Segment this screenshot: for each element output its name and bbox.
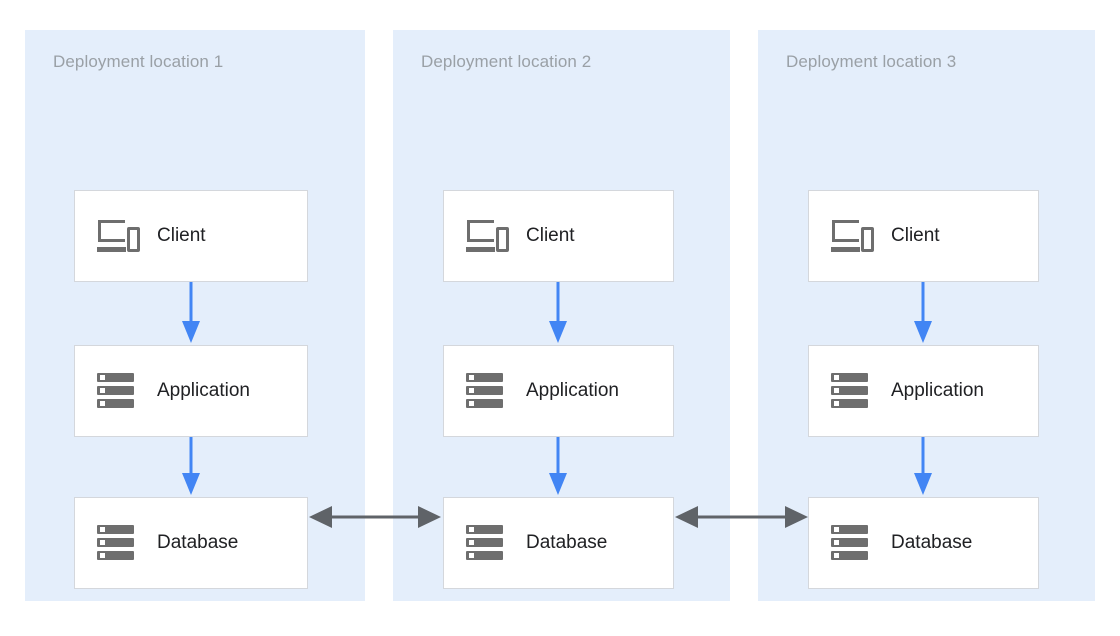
zone-1-client-label: Client <box>157 225 206 246</box>
zone-3-client-label: Client <box>891 225 940 246</box>
zone-3-title: Deployment location 3 <box>786 52 957 71</box>
client-devices-icon <box>97 218 141 254</box>
zone-2-node-database[interactable]: Database <box>443 497 674 589</box>
server-stack-icon <box>97 523 141 563</box>
zone-deployment-location-3: Deployment location 3 Client Application… <box>758 30 1095 601</box>
client-devices-icon <box>466 218 510 254</box>
zone-1-database-label: Database <box>157 532 239 553</box>
zone-3-node-application[interactable]: Application <box>808 345 1039 437</box>
zone-1-node-database[interactable]: Database <box>74 497 308 589</box>
zone-deployment-location-2: Deployment location 2 Client Application… <box>393 30 730 601</box>
zone-3-node-client[interactable]: Client <box>808 190 1039 282</box>
zone-2-application-label: Application <box>526 380 619 401</box>
client-devices-icon <box>831 218 875 254</box>
server-stack-icon <box>97 371 141 411</box>
zone-1-node-application[interactable]: Application <box>74 345 308 437</box>
zone-3-database-label: Database <box>891 532 973 553</box>
server-stack-icon <box>466 523 510 563</box>
zone-3-node-database[interactable]: Database <box>808 497 1039 589</box>
zone-1-node-client[interactable]: Client <box>74 190 308 282</box>
zone-2-node-client[interactable]: Client <box>443 190 674 282</box>
zone-deployment-location-1: Deployment location 1 Client Application… <box>25 30 365 601</box>
zone-2-database-label: Database <box>526 532 608 553</box>
server-stack-icon <box>831 371 875 411</box>
zone-1-title: Deployment location 1 <box>53 52 224 71</box>
zone-3-application-label: Application <box>891 380 984 401</box>
zone-1-application-label: Application <box>157 380 250 401</box>
server-stack-icon <box>466 371 510 411</box>
server-stack-icon <box>831 523 875 563</box>
zone-2-client-label: Client <box>526 225 575 246</box>
zone-2-node-application[interactable]: Application <box>443 345 674 437</box>
zone-2-title: Deployment location 2 <box>421 52 592 71</box>
